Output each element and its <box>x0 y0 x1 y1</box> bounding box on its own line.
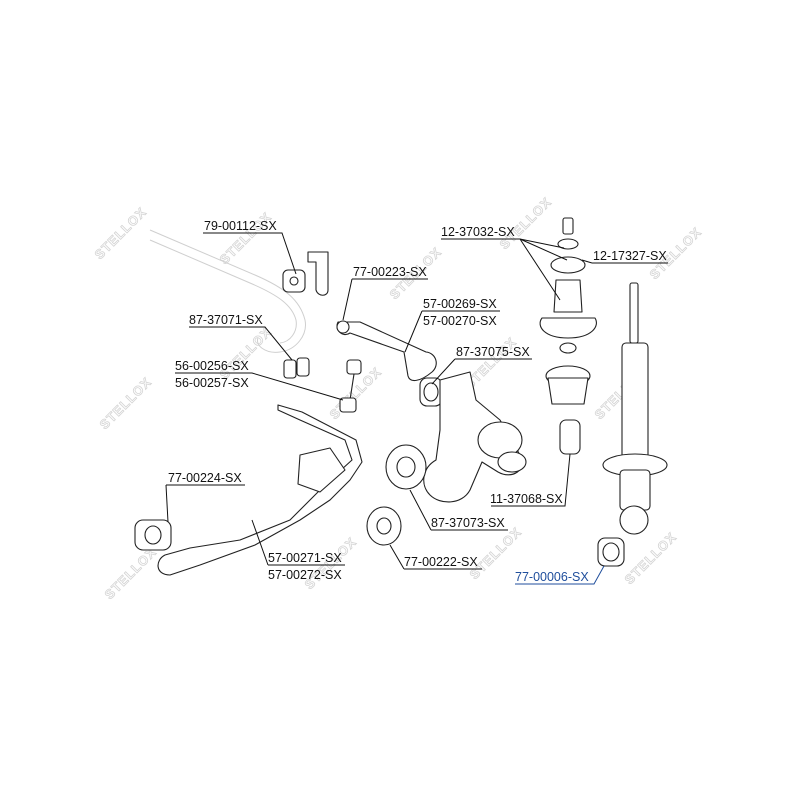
upper-control-arm <box>336 320 437 381</box>
leader-12-17327 <box>581 259 668 264</box>
part-label: 87-37075-SX <box>456 345 530 359</box>
lower-arm-bushing <box>366 506 402 546</box>
leader-12-37032 <box>441 238 568 301</box>
part-label: 87-37073-SX <box>431 516 505 530</box>
trailing-arm-bushing <box>134 519 172 551</box>
watermark: STELLOX <box>92 204 150 262</box>
part-label-highlighted[interactable]: 77-00006-SX <box>515 570 589 584</box>
watermark: STELLOX <box>102 544 160 602</box>
part-label: 56-00256-SX <box>175 359 249 373</box>
part-label: 87-37071-SX <box>189 313 263 327</box>
part-label: 77-00222-SX <box>404 555 478 569</box>
leader-11-37068 <box>491 453 571 507</box>
shock-absorber <box>602 282 668 535</box>
control-arm-bushing <box>419 377 443 407</box>
part-label: 77-00224-SX <box>168 471 242 485</box>
steering-knuckle <box>423 371 527 503</box>
leader-79-00112 <box>203 232 297 275</box>
shock-absorber-bushing <box>597 537 625 567</box>
leader-77-00224 <box>165 484 245 523</box>
part-label: 57-00272-SX <box>268 568 342 582</box>
leader-87-37073 <box>409 489 508 531</box>
stabilizer-link <box>339 359 362 413</box>
part-label: 57-00270-SX <box>423 314 497 328</box>
lower-control-arm <box>157 404 363 576</box>
leader-57-00271 <box>251 519 345 566</box>
part-label: 57-00269-SX <box>423 297 497 311</box>
leader-77-00006 <box>515 565 605 585</box>
stabilizer-bushing <box>282 251 329 296</box>
stabilizer-bar <box>149 229 306 353</box>
leader-87-37075 <box>431 358 532 385</box>
stabilizer-link-bushing <box>283 357 310 379</box>
watermark: STELLOX <box>97 374 155 432</box>
bump-stop <box>545 365 591 455</box>
watermark: STELLOX <box>622 529 680 587</box>
leader-56-00256 <box>175 372 344 401</box>
strut-mount-assembly <box>539 217 597 354</box>
leader-77-00222 <box>389 544 482 570</box>
knuckle-bushing <box>385 444 427 490</box>
part-label: 57-00271-SX <box>268 551 342 565</box>
part-label: 77-00223-SX <box>353 265 427 279</box>
part-label: 11-37068-SX <box>490 492 563 506</box>
watermark: STELLOX <box>217 209 275 267</box>
watermark: STELLOX <box>497 194 555 252</box>
part-label: 12-37032-SX <box>441 225 515 239</box>
leader-57-00269 <box>404 310 500 353</box>
part-label: 56-00257-SX <box>175 376 249 390</box>
part-labels: 79-00112-SX 77-00223-SX 87-37071-SX 57-0… <box>168 219 667 584</box>
leader-lines <box>165 232 668 585</box>
leader-77-00223 <box>342 278 428 321</box>
part-label: 12-17327-SX <box>593 249 667 263</box>
part-label: 79-00112-SX <box>204 219 277 233</box>
leader-87-37071 <box>189 326 293 361</box>
